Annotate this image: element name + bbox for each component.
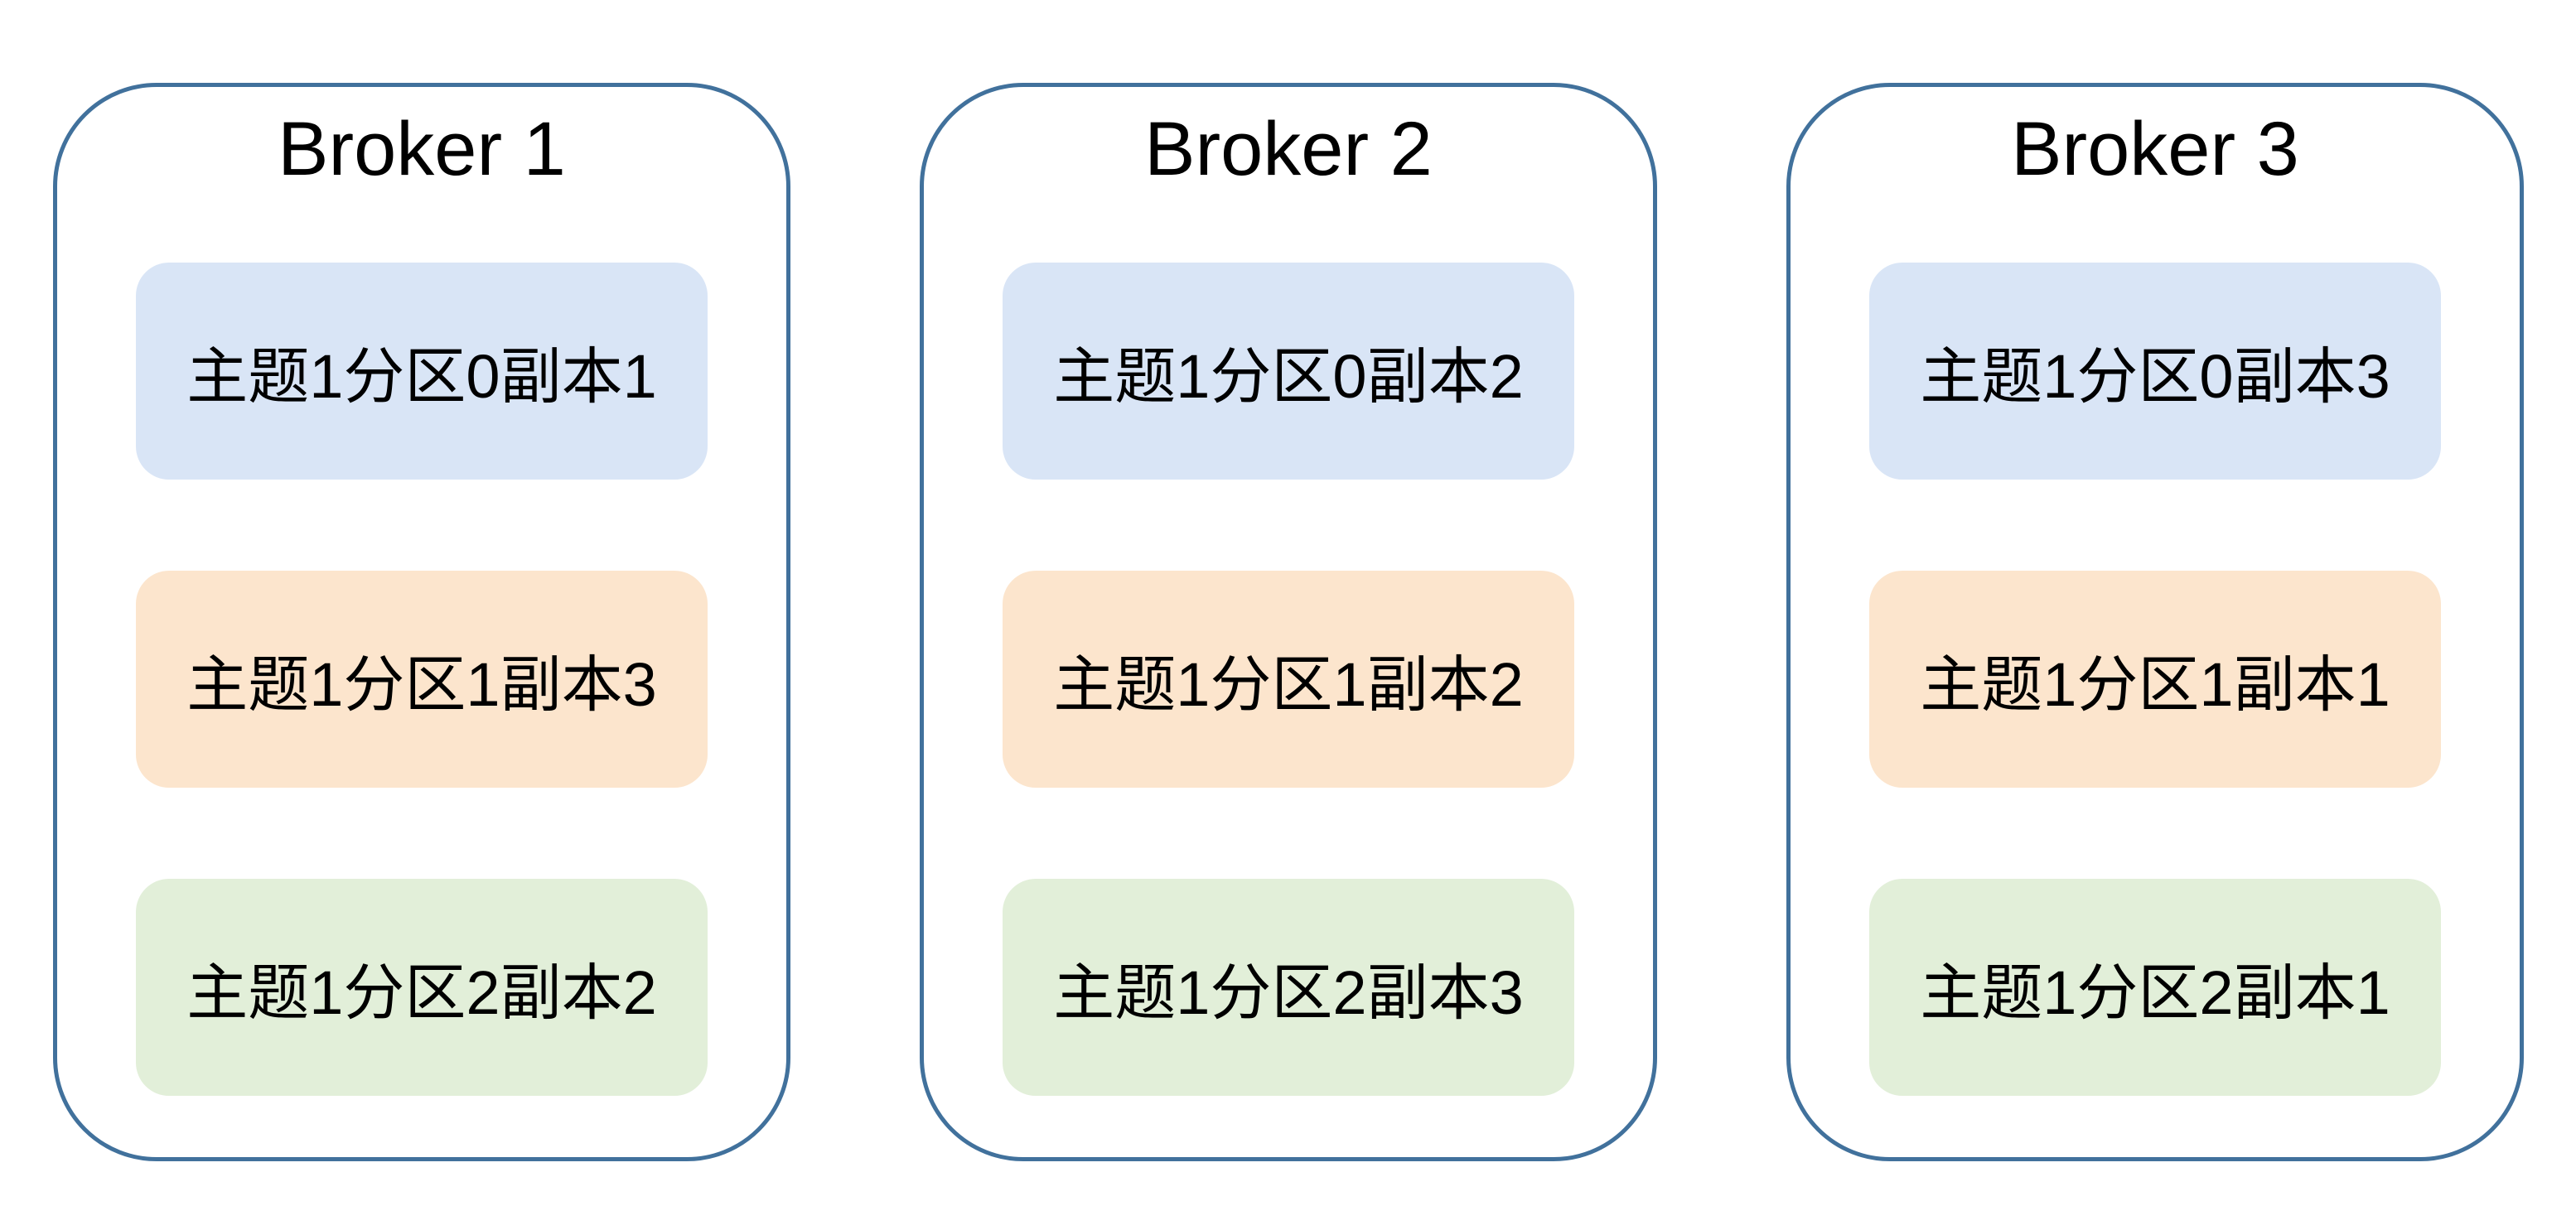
broker-1-container: Broker 1 主题1分区0副本1 主题1分区1副本3 主题1分区2副本2 <box>53 83 790 1161</box>
broker-3-title: Broker 3 <box>2011 107 2299 191</box>
broker-3-partition-0-replica-box: 主题1分区0副本3 <box>1869 263 2441 480</box>
broker-3-partition-1-replica-box: 主题1分区1副本1 <box>1869 571 2441 788</box>
broker-1-partition-0-replica-box: 主题1分区0副本1 <box>136 263 708 480</box>
broker-2-partition-0-replica-box: 主题1分区0副本2 <box>1003 263 1574 480</box>
broker-2-partition-2-replica-box: 主题1分区2副本3 <box>1003 879 1574 1096</box>
broker-2-partition-1-replica-box: 主题1分区1副本2 <box>1003 571 1574 788</box>
broker-1-title: Broker 1 <box>278 107 566 191</box>
broker-2-title: Broker 2 <box>1144 107 1433 191</box>
broker-3-partition-2-replica-box: 主题1分区2副本1 <box>1869 879 2441 1096</box>
broker-1-partition-1-replica-box: 主题1分区1副本3 <box>136 571 708 788</box>
broker-3-container: Broker 3 主题1分区0副本3 主题1分区1副本1 主题1分区2副本1 <box>1786 83 2524 1161</box>
broker-2-container: Broker 2 主题1分区0副本2 主题1分区1副本2 主题1分区2副本3 <box>920 83 1657 1161</box>
broker-1-partition-2-replica-box: 主题1分区2副本2 <box>136 879 708 1096</box>
